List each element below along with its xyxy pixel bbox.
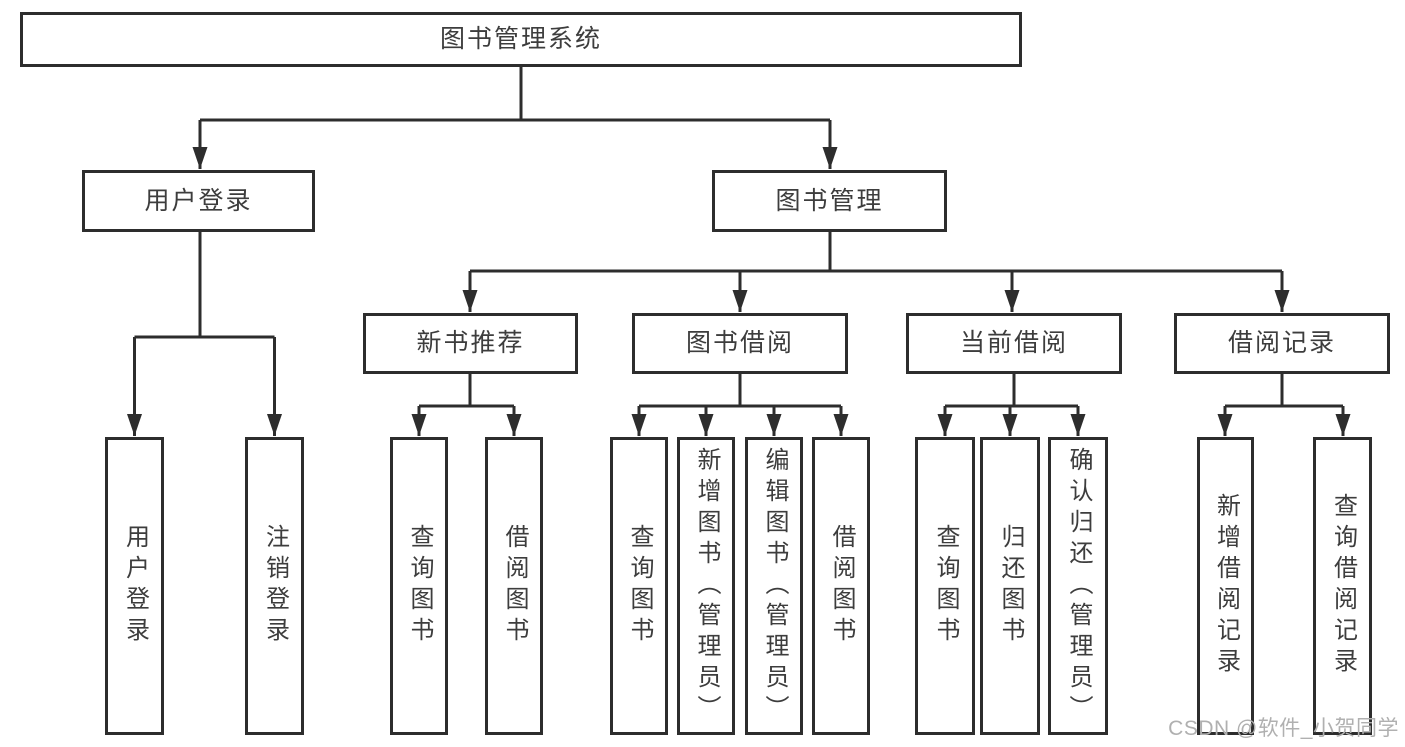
node-add-borrow-record: 新增借阅记录 [1197, 437, 1254, 735]
node-library-system: 图书管理系统 [20, 12, 1022, 67]
node-add-book-admin: 新增图书（管理员） [677, 437, 735, 735]
node-book-management: 图书管理 [712, 170, 947, 232]
node-return-book: 归还图书 [980, 437, 1040, 735]
node-query-books-2: 查询图书 [610, 437, 668, 735]
node-user-login: 用户登录 [82, 170, 315, 232]
node-book-borrowing: 图书借阅 [632, 313, 848, 374]
node-edit-book-admin: 编辑图书（管理员） [745, 437, 803, 735]
node-new-book-recommend: 新书推荐 [363, 313, 578, 374]
node-borrowing-records: 借阅记录 [1174, 313, 1390, 374]
node-query-borrow-record: 查询借阅记录 [1313, 437, 1372, 735]
node-user-login-leaf: 用户登录 [105, 437, 164, 735]
node-query-books-1: 查询图书 [390, 437, 448, 735]
node-query-books-3: 查询图书 [915, 437, 975, 735]
node-borrow-books-2: 借阅图书 [812, 437, 870, 735]
node-logout: 注销登录 [245, 437, 304, 735]
connector-lines [127, 67, 1351, 436]
node-borrow-books-1: 借阅图书 [485, 437, 543, 735]
node-confirm-return-admin: 确认归还（管理员） [1048, 437, 1108, 735]
watermark: CSDN @软件_小贺同学 [1168, 717, 1399, 740]
node-current-borrowing: 当前借阅 [906, 313, 1122, 374]
